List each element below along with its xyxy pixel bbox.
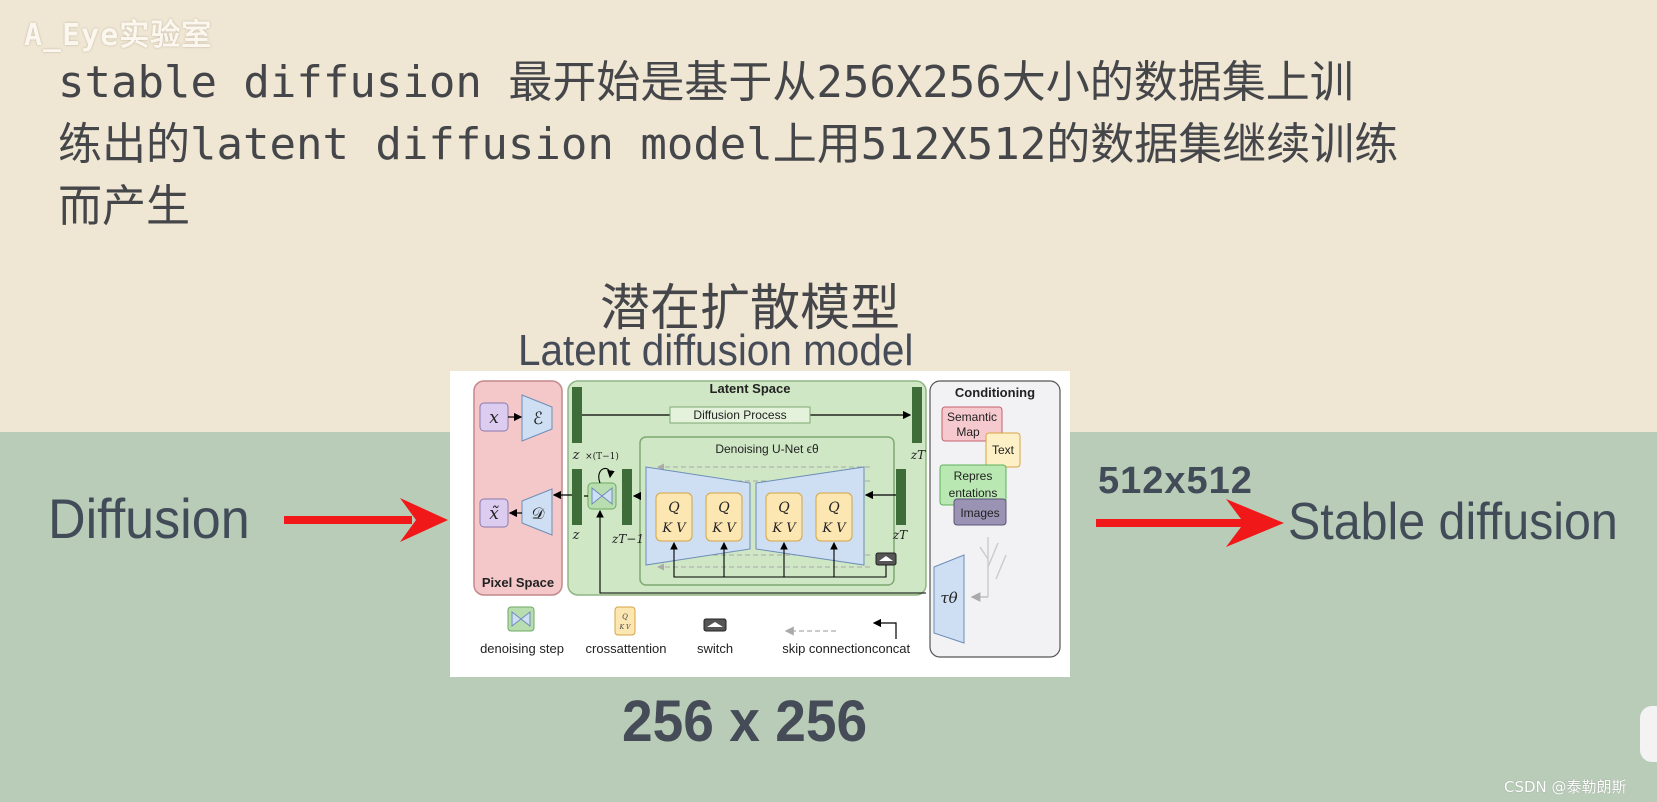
headline-line-3: 而产生 [58,181,190,232]
x-symbol: x [489,408,499,428]
watermark-text: A_Eye实验室 [24,18,213,53]
pixel-space-label: Pixel Space [482,575,554,590]
diffusion-label: Diffusion [48,487,250,550]
legend-crossattention-label: crossattention [586,641,667,656]
headline-line-2: 练出的latent diffusion model上用512X512的数据集继续… [58,119,1399,170]
conditioning-label: Conditioning [955,385,1035,400]
representations-line2: entations [949,486,998,500]
times-t-minus-1-label: ×(T−1) [585,451,619,462]
legend-denoising-step-icon [507,606,535,632]
semantic-map-line1: Semantic [947,410,997,424]
attention-kv-2: K V [711,521,737,536]
text-label: Text [992,443,1015,457]
title-english: Latent diffusion model [518,326,914,375]
headline-line-1: stable diffusion 最开始是基于从256X256大小的数据集上训 [58,57,1354,108]
side-panel-tab[interactable] [1640,706,1657,762]
zt-minus-1-label: zT−1 [611,532,644,546]
legend-skip-connection-label: skip connection [782,641,872,656]
z-label-bottom: z [572,528,580,543]
attention-kv-1: K V [661,521,687,536]
semantic-map-box [941,406,1003,442]
denoising-step-icon [587,482,617,510]
semantic-map-line2: Map [956,425,980,439]
decoder-block [521,488,553,536]
attention-q-4: Q [828,500,840,516]
legend-denoising-step-label: denoising step [480,641,564,656]
encoder-block [521,394,553,442]
encoder-symbol: ℰ [533,409,543,429]
legend-crossattention-icon: Q K V [614,606,636,636]
attention-block-2: Q K V [705,492,743,542]
z-label-top: z [572,448,580,463]
svg-text:K V: K V [619,624,631,631]
resolution-512-label: 512x512 [1098,460,1253,502]
denoising-unet-label: Denoising U-Net ϵθ [715,442,819,456]
z-bar-top [572,387,582,443]
attention-kv-4: K V [821,521,847,536]
legend-concat-icon [872,618,897,639]
left-arrow-icon [284,498,448,542]
attention-q-2: Q [718,500,730,516]
tau-theta-symbol: τθ [940,589,957,607]
x-tilde-symbol: x̃ [489,504,499,524]
latent-space-label: Latent Space [710,381,791,396]
attention-q-3: Q [778,500,790,516]
attention-block-1: Q K V [655,492,693,542]
z-bar-bottom [572,469,582,525]
csdn-credit: CSDN @泰勒朗斯 [1504,778,1627,796]
top-background [0,0,1657,432]
attention-block-3: Q K V [765,492,803,542]
decoder-symbol: 𝒟 [532,504,545,523]
zt-label-bottom: zT [892,528,908,542]
switch-icon [875,552,897,566]
architecture-diagram: Pixel Space x ℰ x̃ 𝒟 Latent Space z zT D… [473,380,1061,658]
diffusion-process-box [669,406,811,424]
attention-block-4: Q K V [815,492,853,542]
svg-text:Q: Q [622,613,628,621]
diffusion-process-label: Diffusion Process [693,408,786,422]
legend-switch-label: switch [697,641,733,656]
images-box [953,498,1007,526]
zt-label-top: zT [910,448,926,462]
zt-bar-top [912,387,922,443]
title-chinese: 潜在扩散模型 [600,279,900,337]
x-tilde-output-box [479,498,509,528]
zt-bar-bottom [896,469,906,525]
zt-minus-1-bar [622,469,632,525]
tau-theta-encoder [933,554,965,644]
representations-line1: Repres [954,469,993,483]
legend-switch-icon [703,618,727,632]
right-arrow-icon [1096,499,1284,547]
attention-q-1: Q [668,500,680,516]
pixel-space-panel [473,380,563,596]
legend-concat-label: concat [872,641,911,656]
images-label: Images [960,506,999,520]
latent-diffusion-figure: Pixel Space x ℰ x̃ 𝒟 Latent Space z zT D… [450,371,1070,677]
resolution-256-label: 256 x 256 [622,689,868,754]
headline-text: stable diffusion 最开始是基于从256X256大小的数据集上训 … [58,52,1618,238]
channel-watermark: A_Eye实验室 [24,10,220,54]
attention-kv-3: K V [771,521,797,536]
stable-diffusion-label: Stable diffusion [1288,493,1618,551]
